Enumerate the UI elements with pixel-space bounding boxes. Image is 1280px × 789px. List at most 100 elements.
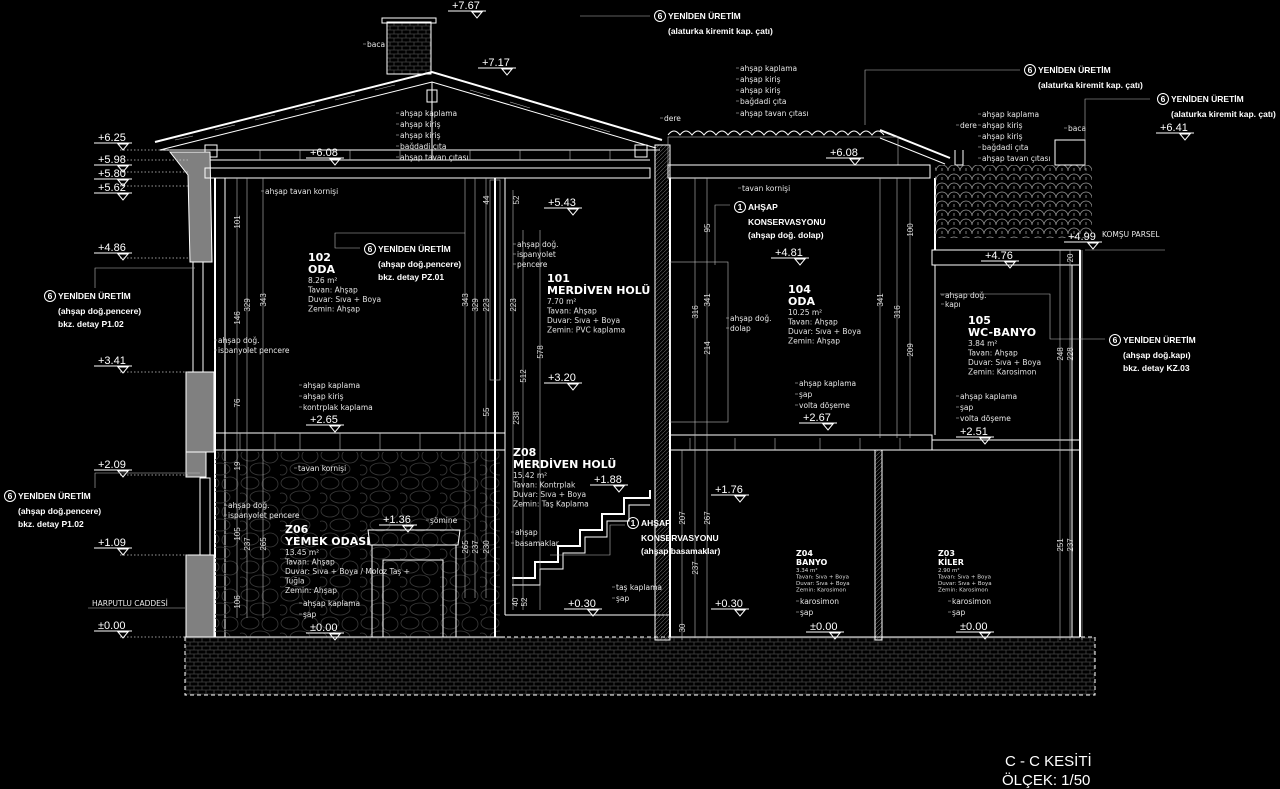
callout-line: KONSERVASYONU bbox=[748, 217, 826, 227]
room-name: ODA bbox=[308, 263, 335, 276]
elevation-label: +4.81 bbox=[775, 247, 803, 259]
leader-note: pencere bbox=[517, 260, 548, 269]
level-triangle-icon bbox=[116, 548, 130, 556]
room-detail: Zemin: Karosimon bbox=[968, 368, 1037, 377]
room-detail: Tavan: Ahşap bbox=[787, 318, 838, 327]
room-detail: Tavan: Ahşap bbox=[546, 307, 597, 316]
elevation-label: +7.17 bbox=[482, 57, 510, 69]
drawing-scale: ÖLÇEK: 1/50 bbox=[1002, 771, 1090, 789]
dimension-lines bbox=[120, 149, 1083, 640]
leader-note: kapı bbox=[945, 300, 961, 309]
callout-number: 6 bbox=[1113, 335, 1118, 345]
elevation-marker: +5.43 bbox=[544, 197, 582, 216]
dimension-value: 146 bbox=[233, 311, 242, 325]
callout-title: YENİDEN ÜRETİM bbox=[378, 244, 451, 254]
room-code: Z06 bbox=[285, 523, 309, 536]
elevation-marker: +2.51 bbox=[956, 426, 994, 445]
level-triangle-icon bbox=[1086, 242, 1100, 250]
left-building bbox=[168, 151, 651, 638]
elevation-marker: +4.86 bbox=[94, 242, 132, 261]
room-code: Z04 bbox=[796, 549, 813, 558]
elevation-marker: ±0.00 bbox=[806, 621, 844, 640]
callout-line: (alaturka kiremit kap. çatı) bbox=[1171, 109, 1276, 119]
level-triangle-icon bbox=[116, 631, 130, 639]
leader-note: dere bbox=[960, 121, 977, 130]
level-triangle-icon bbox=[328, 158, 342, 166]
room-name: WC-BANYO bbox=[968, 326, 1036, 339]
room-detail: Duvar: Sıva + Boya bbox=[938, 581, 992, 587]
dimension-value: 30 bbox=[678, 623, 687, 632]
callout-number: 6 bbox=[48, 291, 53, 301]
stair-hall bbox=[505, 144, 671, 641]
callout-title: YENİDEN ÜRETİM bbox=[18, 491, 91, 501]
leader-note: tavan kornişi bbox=[298, 464, 346, 473]
leader-note: dere bbox=[664, 114, 681, 123]
callout-line: bkz. detay P1.02 bbox=[18, 519, 84, 529]
level-triangle-icon bbox=[116, 470, 130, 478]
level-triangle-icon bbox=[500, 68, 514, 76]
dimension-value: 207 bbox=[678, 511, 687, 525]
leader-note: ahşap kaplama bbox=[303, 599, 360, 608]
level-triangle-icon bbox=[828, 632, 842, 640]
elevation-marker: +4.99 bbox=[1064, 231, 1102, 250]
room-code: 101 bbox=[547, 272, 570, 285]
room-detail: Zemin: Taş Kaplama bbox=[513, 500, 589, 509]
callout-number: 6 bbox=[658, 11, 663, 21]
room-area: 8.26 m² bbox=[308, 276, 337, 285]
dimension-value: 52 bbox=[512, 195, 521, 204]
leader-note: ispanyolet pencere bbox=[218, 346, 290, 355]
dimension-value: 341 bbox=[703, 293, 712, 307]
callout-title: AHŞAP bbox=[641, 518, 671, 528]
room-area: 7.70 m² bbox=[547, 297, 576, 306]
dimension-value: 100 bbox=[906, 223, 915, 237]
callout-line: (ahşap doğ.pencere) bbox=[378, 259, 461, 269]
level-triangle-icon bbox=[793, 258, 807, 266]
elevation-marker: +0.30 bbox=[564, 598, 602, 617]
level-triangle-icon bbox=[978, 632, 992, 640]
chimney bbox=[381, 17, 437, 75]
dimension-value: 19 bbox=[233, 461, 242, 470]
room-detail: Tavan: Sıva + Boya bbox=[937, 575, 991, 581]
elevation-marker: +1.36 bbox=[379, 514, 417, 533]
dimension-value: 230 bbox=[482, 540, 491, 554]
elevation-marker: +3.20 bbox=[544, 372, 582, 391]
leader-note: tavan kornişi bbox=[742, 184, 790, 193]
dimension-value: 237 bbox=[691, 561, 700, 575]
elevation-marker: +6.08 bbox=[306, 147, 344, 166]
level-triangle-icon bbox=[733, 609, 747, 617]
leader-note: şap bbox=[616, 594, 630, 603]
level-triangle-icon bbox=[328, 425, 342, 433]
leader-note: bağdadi çıta bbox=[740, 97, 786, 106]
room-detail: Duvar: Sıva + Boya bbox=[796, 581, 850, 587]
leader-note: ahşap doğ. bbox=[730, 314, 772, 323]
room-detail: Tavan: Ahşap bbox=[284, 558, 335, 567]
dimension-value: 214 bbox=[703, 341, 712, 355]
room-detail: Tavan: Kontrplak bbox=[512, 481, 576, 490]
callout-number: 6 bbox=[368, 244, 373, 254]
leader-note: ahşap kiriş bbox=[740, 75, 781, 84]
room-detail: Duvar: Sıva + Boya bbox=[513, 490, 586, 499]
dimension-value: 237 bbox=[243, 537, 252, 551]
elevation-label: +1.09 bbox=[98, 537, 126, 549]
dimension-value: 265 bbox=[461, 540, 470, 554]
level-triangle-icon bbox=[978, 437, 992, 445]
annotation-layer: +7.67+7.17+6.25+5.98+5.80+5.62+4.86+3.41… bbox=[4, 0, 1276, 641]
level-triangle-icon bbox=[1003, 261, 1017, 269]
dimension-value: 316 bbox=[893, 305, 902, 319]
dimension-value: 101 bbox=[233, 215, 242, 229]
leader-note: ahşap kiriş bbox=[400, 120, 441, 129]
elevation-marker: ±0.00 bbox=[306, 622, 344, 641]
neighbor-parcel-label: KOMŞU PARSEL bbox=[1102, 230, 1160, 239]
dimension-value: 237 bbox=[1066, 538, 1075, 552]
street-label: HARPUTLU CADDESİ bbox=[92, 599, 168, 608]
room-detail: Tuğla bbox=[284, 577, 305, 586]
room-detail: Tavan: Sıva + Boya bbox=[795, 575, 849, 581]
leader-note: ahşap tavan kornişi bbox=[265, 187, 338, 196]
dimension-value: 329 bbox=[471, 298, 480, 312]
level-triangle-icon bbox=[566, 208, 580, 216]
